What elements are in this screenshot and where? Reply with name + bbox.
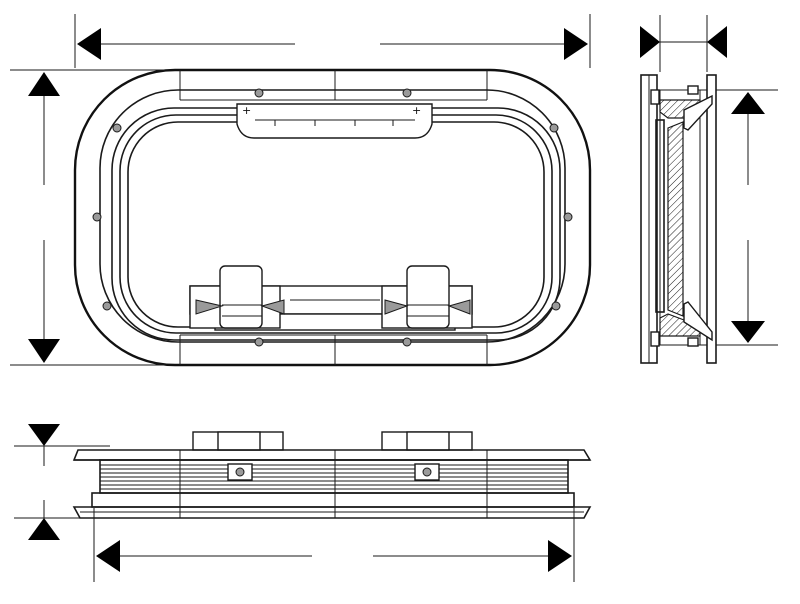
arrow-down-icon	[28, 424, 60, 446]
arrow-down-icon	[28, 339, 60, 363]
screw-icon	[563, 212, 573, 222]
screw-icon	[102, 301, 112, 311]
arrow-left-icon	[96, 540, 120, 572]
side-frame-inner	[706, 74, 717, 364]
ribs	[100, 464, 568, 490]
front-width-dimension	[74, 14, 591, 68]
plus-mark-left: +	[242, 104, 251, 117]
latch-right	[381, 265, 473, 329]
arrow-left-icon	[707, 26, 727, 58]
screw-icon	[549, 123, 559, 133]
arrow-right-icon	[640, 26, 660, 58]
screw-icon	[112, 123, 122, 133]
screw-icon	[402, 337, 412, 347]
arrow-up-icon	[28, 518, 60, 540]
front-height-dimension	[10, 69, 165, 366]
screw-icon	[551, 301, 561, 311]
plus-mark-right: +	[412, 104, 421, 117]
top-clamp-arm	[683, 94, 713, 131]
screw-icon	[92, 212, 102, 222]
arrow-down-icon	[731, 321, 765, 343]
arrow-right-icon	[564, 28, 588, 60]
frame-screws	[92, 88, 573, 347]
bottom-clamp-arm	[683, 301, 713, 342]
front-view: + +	[73, 68, 592, 367]
outer-frame	[73, 68, 592, 367]
side-depth-dimension	[640, 15, 727, 72]
screw-icon	[254, 88, 264, 98]
screw-icon	[422, 467, 432, 477]
bottom-width-dimension	[93, 508, 575, 582]
side-section-view	[640, 74, 717, 364]
top-handle-plate	[236, 103, 433, 139]
bottom-height-dimension	[14, 424, 110, 540]
arrow-up-icon	[731, 92, 765, 114]
arrow-left-icon	[77, 28, 101, 60]
bottom-view	[72, 431, 592, 519]
screw-icon	[235, 467, 245, 477]
screw-icon	[254, 337, 264, 347]
upper-flange	[72, 449, 592, 461]
arrow-up-icon	[28, 72, 60, 96]
base-plate	[72, 506, 592, 519]
glass-section	[667, 121, 684, 317]
side-height-dimension	[716, 89, 778, 346]
lower-flange	[91, 492, 575, 508]
arrow-right-icon	[548, 540, 572, 572]
screw-icon	[402, 88, 412, 98]
latch-left	[189, 265, 285, 329]
